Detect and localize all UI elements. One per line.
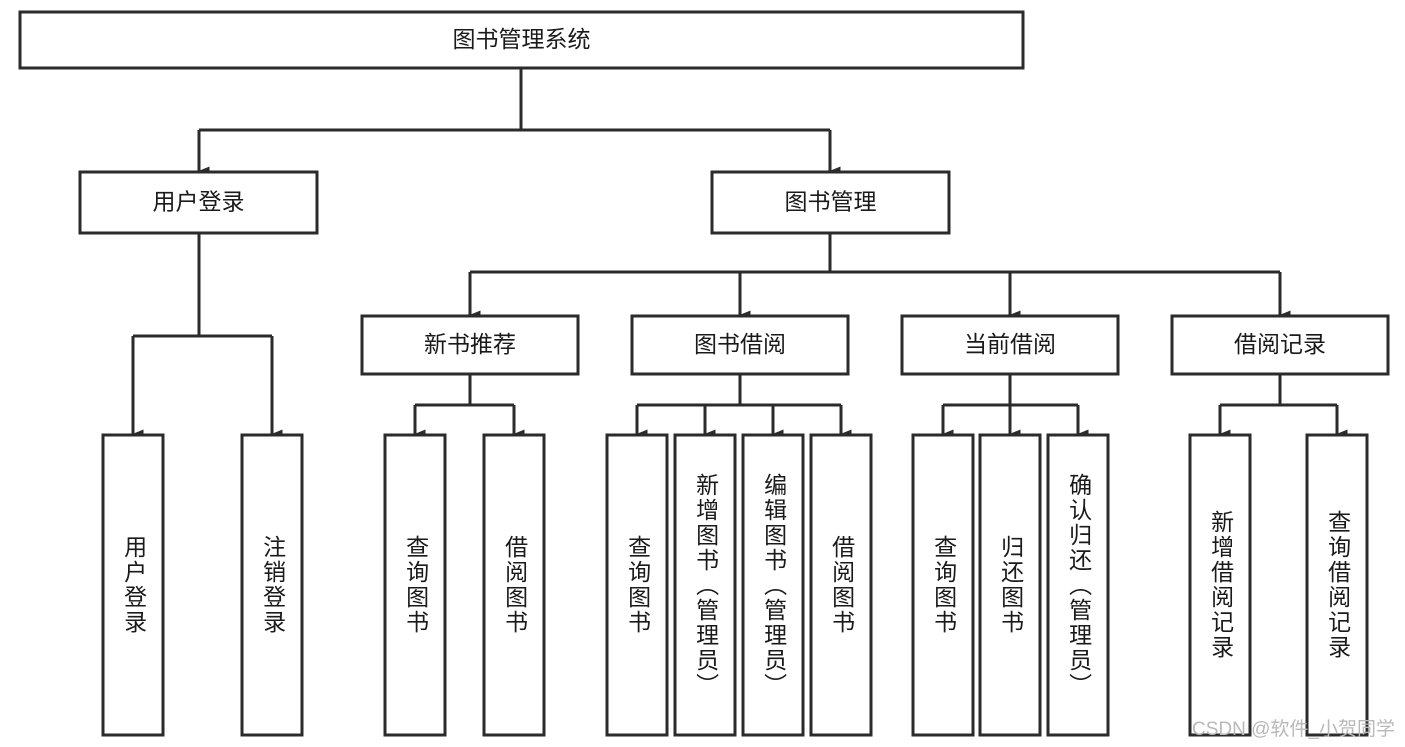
level3-box-借阅记录-3[interactable] <box>1170 314 1390 376</box>
leaf-box-注销登录-1[interactable] <box>240 433 304 737</box>
leaf-box-编辑图书管理员-6[interactable] <box>741 433 805 737</box>
leaf-box-新增借阅记录-11[interactable] <box>1188 433 1252 737</box>
level3-box-当前借阅-2[interactable] <box>900 314 1120 376</box>
leaf-box-归还图书-9[interactable] <box>978 433 1042 737</box>
connector-borrow-to-leaves <box>635 374 852 439</box>
leaf-box-查询图书-8[interactable] <box>911 433 975 737</box>
level2-label-用户登录: 用户登录 <box>153 189 245 215</box>
connector-user-login-to-leaves <box>131 233 283 439</box>
level3-label-当前借阅: 当前借阅 <box>964 331 1056 357</box>
connector-root-to-level2 <box>197 68 841 176</box>
level2-box-图书管理-1[interactable] <box>710 170 951 235</box>
level2-label-图书管理: 图书管理 <box>785 189 877 215</box>
connector-layer <box>131 68 1348 439</box>
level3-label-借阅记录: 借阅记录 <box>1234 331 1326 357</box>
root-box-图书管理系统[interactable] <box>18 10 1025 70</box>
leaf-box-借阅图书-7[interactable] <box>809 433 873 737</box>
leaf-box-查询图书-4[interactable] <box>605 433 669 737</box>
leaf-box-查询借阅记录-12[interactable] <box>1305 433 1369 737</box>
connector-current-to-leaves <box>941 374 1089 439</box>
leaf-box-确认归还管理员-10[interactable] <box>1046 433 1110 737</box>
connector-new-book-to-leaves <box>413 374 525 439</box>
csdn-watermark: CSDN @软件_小贺同学 <box>1192 719 1395 740</box>
connector-book-mgmt-to-level3 <box>468 233 1291 320</box>
level3-box-图书借阅-1[interactable] <box>630 314 850 376</box>
root-label-图书管理系统: 图书管理系统 <box>453 26 591 52</box>
leaf-box-借阅图书-3[interactable] <box>482 433 546 737</box>
level3-box-新书推荐-0[interactable] <box>360 314 580 376</box>
node-box-layer <box>18 10 1390 737</box>
level3-label-图书借阅: 图书借阅 <box>694 331 786 357</box>
level3-label-新书推荐: 新书推荐 <box>424 331 516 357</box>
leaf-box-查询图书-2[interactable] <box>383 433 447 737</box>
leaf-box-新增图书管理员-5[interactable] <box>673 433 737 737</box>
connector-record-to-leaves <box>1218 374 1348 439</box>
leaf-box-用户登录-0[interactable] <box>101 433 165 737</box>
level2-box-用户登录-0[interactable] <box>78 170 319 235</box>
